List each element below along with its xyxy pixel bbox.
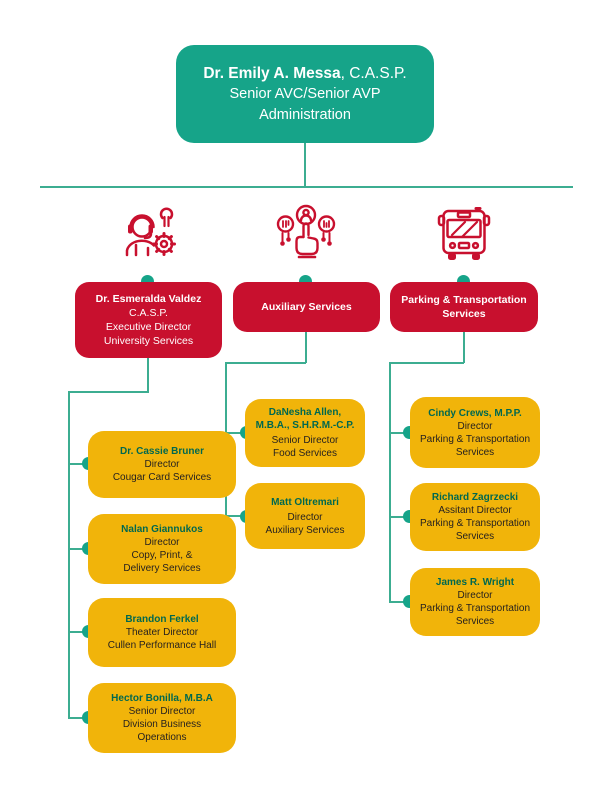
member-name: Hector Bonilla, M.B.A [111, 693, 213, 704]
member-line: Operations [137, 732, 187, 743]
org-box-branch1-head: Dr. Esmeralda Valdez C.A.S.P. Executive … [75, 282, 222, 358]
head-name: Services [442, 308, 486, 320]
root-name: Dr. Emily A. Messa [203, 64, 341, 82]
member-line: Auxiliary Services [265, 524, 345, 536]
connector-stub [389, 516, 411, 518]
member-line: Senior Director [271, 435, 339, 446]
member-line: Services [455, 531, 495, 542]
member-line: Theater Director [125, 627, 199, 638]
connector-branch1-trunk [68, 391, 70, 718]
org-box-member: Cindy Crews, M.P.P. Director Parking & T… [410, 397, 540, 468]
member-line: Director [287, 511, 323, 523]
connector-stub [225, 432, 246, 434]
member-line: Senior Director [128, 706, 196, 717]
org-box-member: Matt Oltremari Director Auxiliary Servic… [245, 483, 365, 549]
org-box-root: Dr. Emily A. Messa, C.A.S.P. Senior AVC/… [176, 45, 434, 143]
org-box-member: DaNesha Allen, M.B.A., S.H.R.M.-C.P. Sen… [245, 399, 365, 467]
head-line: University Services [103, 335, 194, 347]
connector-branch3-elbow [389, 362, 464, 364]
connector-stub [389, 432, 411, 434]
root-name-line: Dr. Emily A. Messa, C.A.S.P. [203, 63, 406, 84]
connector-branch1-elbow [68, 391, 149, 393]
connector-branch1-drop [147, 357, 149, 392]
member-line: Parking & Transportation [419, 433, 531, 445]
root-credential: , C.A.S.P. [340, 64, 407, 82]
member-line: Parking & Transportation [419, 603, 531, 614]
member-name: Dr. Cassie Bruner [120, 446, 204, 457]
head-line: Executive Director [105, 321, 192, 333]
head-name: Auxiliary Services [261, 301, 352, 313]
member-line: Director [144, 537, 180, 548]
member-line: Services [455, 616, 495, 627]
member-line: Food Services [273, 448, 337, 459]
member-name: Cindy Crews, M.P.P. [428, 407, 522, 419]
member-line: Delivery Services [123, 563, 201, 574]
member-line: Cougar Card Services [112, 472, 212, 483]
member-line: Services [455, 446, 495, 458]
connector-main-horizontal [40, 186, 573, 188]
root-title2: Administration [259, 106, 351, 123]
head-name: Parking & Transportation [401, 294, 527, 306]
member-line: Director [144, 459, 180, 470]
member-line: Cullen Performance Hall [107, 640, 217, 651]
org-box-member: Brandon Ferkel Theater Director Cullen P… [88, 598, 236, 667]
org-box-member: James R. Wright Director Parking & Trans… [410, 568, 540, 636]
head-name: Dr. Esmeralda Valdez [95, 293, 202, 305]
connector-branch2-drop [305, 332, 307, 363]
member-name: DaNesha Allen, [268, 407, 342, 418]
connector-branch3-trunk [389, 362, 391, 603]
connector-branch2-elbow [225, 362, 306, 364]
member-name: James R. Wright [435, 577, 515, 588]
bus-icon [431, 201, 497, 267]
member-line: Assitant Director [438, 505, 512, 516]
connector-branch3-drop [463, 332, 465, 363]
services-selection-icon [273, 201, 339, 267]
head-line: C.A.S.P. [129, 307, 168, 319]
member-name: Matt Oltremari [271, 496, 339, 508]
connector-stub [68, 463, 89, 465]
org-box-member: Nalan Giannukos Director Copy, Print, & … [88, 514, 236, 584]
root-title1: Senior AVC/Senior AVP [229, 85, 381, 102]
org-box-member: Richard Zagrzecki Assitant Director Park… [410, 483, 540, 551]
member-name: Brandon Ferkel [125, 614, 199, 625]
connector-root-vertical [304, 143, 306, 187]
member-name: Nalan Giannukos [121, 524, 203, 535]
member-name: Richard Zagrzecki [431, 492, 519, 503]
member-line: Director [457, 590, 493, 601]
org-box-member: Hector Bonilla, M.B.A Senior Director Di… [88, 683, 236, 753]
member-line: Parking & Transportation [419, 518, 531, 529]
org-box-member: Dr. Cassie Bruner Director Cougar Card S… [88, 431, 236, 498]
connector-stub [389, 601, 411, 603]
connector-stub [68, 548, 89, 550]
member-name: M.B.A., S.H.R.M.-C.P. [255, 420, 355, 431]
connector-stub [68, 717, 89, 719]
connector-stub [225, 515, 246, 517]
member-line: Copy, Print, & [131, 550, 193, 561]
member-line: Division Business [122, 719, 202, 730]
support-agent-icon [115, 201, 181, 267]
member-line: Director [457, 420, 493, 432]
org-box-branch3-head: Parking & Transportation Services [390, 282, 538, 332]
org-box-branch2-head: Auxiliary Services [233, 282, 380, 332]
connector-stub [68, 631, 89, 633]
